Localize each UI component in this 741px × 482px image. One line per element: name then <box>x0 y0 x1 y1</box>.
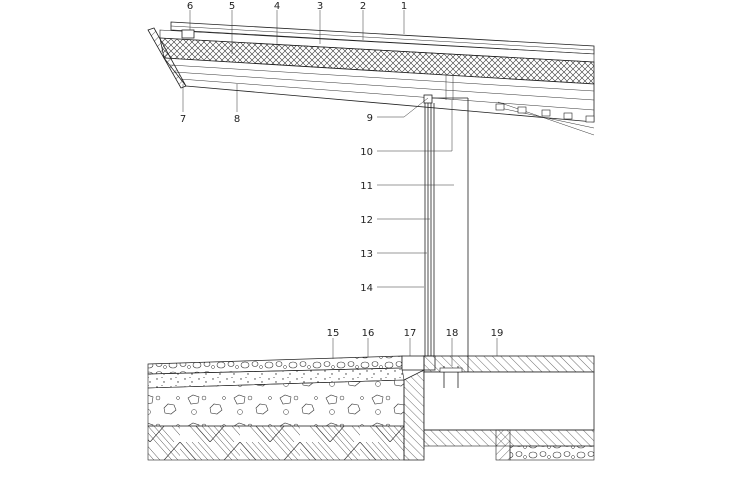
drainage-channel <box>401 355 425 371</box>
stone-fill <box>147 379 405 427</box>
callout-14: 14 <box>360 283 373 294</box>
ceiling-beams <box>495 101 595 136</box>
callout-10: 10 <box>360 147 373 158</box>
callout-17: 17 <box>404 328 417 339</box>
gutter-element <box>181 29 195 39</box>
callout-8: 8 <box>234 114 240 125</box>
lower-wall <box>495 429 511 461</box>
ground-section <box>147 355 595 461</box>
callout-19: 19 <box>491 328 504 339</box>
callout-12: 12 <box>360 215 373 226</box>
callout-11: 11 <box>360 181 373 192</box>
callout-5: 5 <box>229 1 235 12</box>
callout-3: 3 <box>317 1 323 12</box>
callout-16: 16 <box>362 328 375 339</box>
foundation-wall <box>403 369 425 461</box>
callout-7: 7 <box>180 114 186 125</box>
earth-fill <box>147 425 405 461</box>
roof-assembly <box>147 21 595 136</box>
callout-1: 1 <box>401 1 407 12</box>
callout-15: 15 <box>327 328 340 339</box>
floor-screed <box>423 371 595 431</box>
callout-6: 6 <box>187 1 193 12</box>
fascia-board <box>147 27 187 89</box>
lower-gravel <box>509 445 595 461</box>
leader-lines <box>182 10 498 366</box>
callout-9: 9 <box>367 113 373 124</box>
callout-18: 18 <box>446 328 459 339</box>
callout-13: 13 <box>360 249 373 260</box>
callout-labels: 1 2 3 4 5 6 7 8 9 10 11 12 13 14 15 16 1… <box>180 1 504 339</box>
callout-2: 2 <box>360 1 366 12</box>
callout-4: 4 <box>274 1 280 12</box>
head-profile <box>423 94 433 104</box>
